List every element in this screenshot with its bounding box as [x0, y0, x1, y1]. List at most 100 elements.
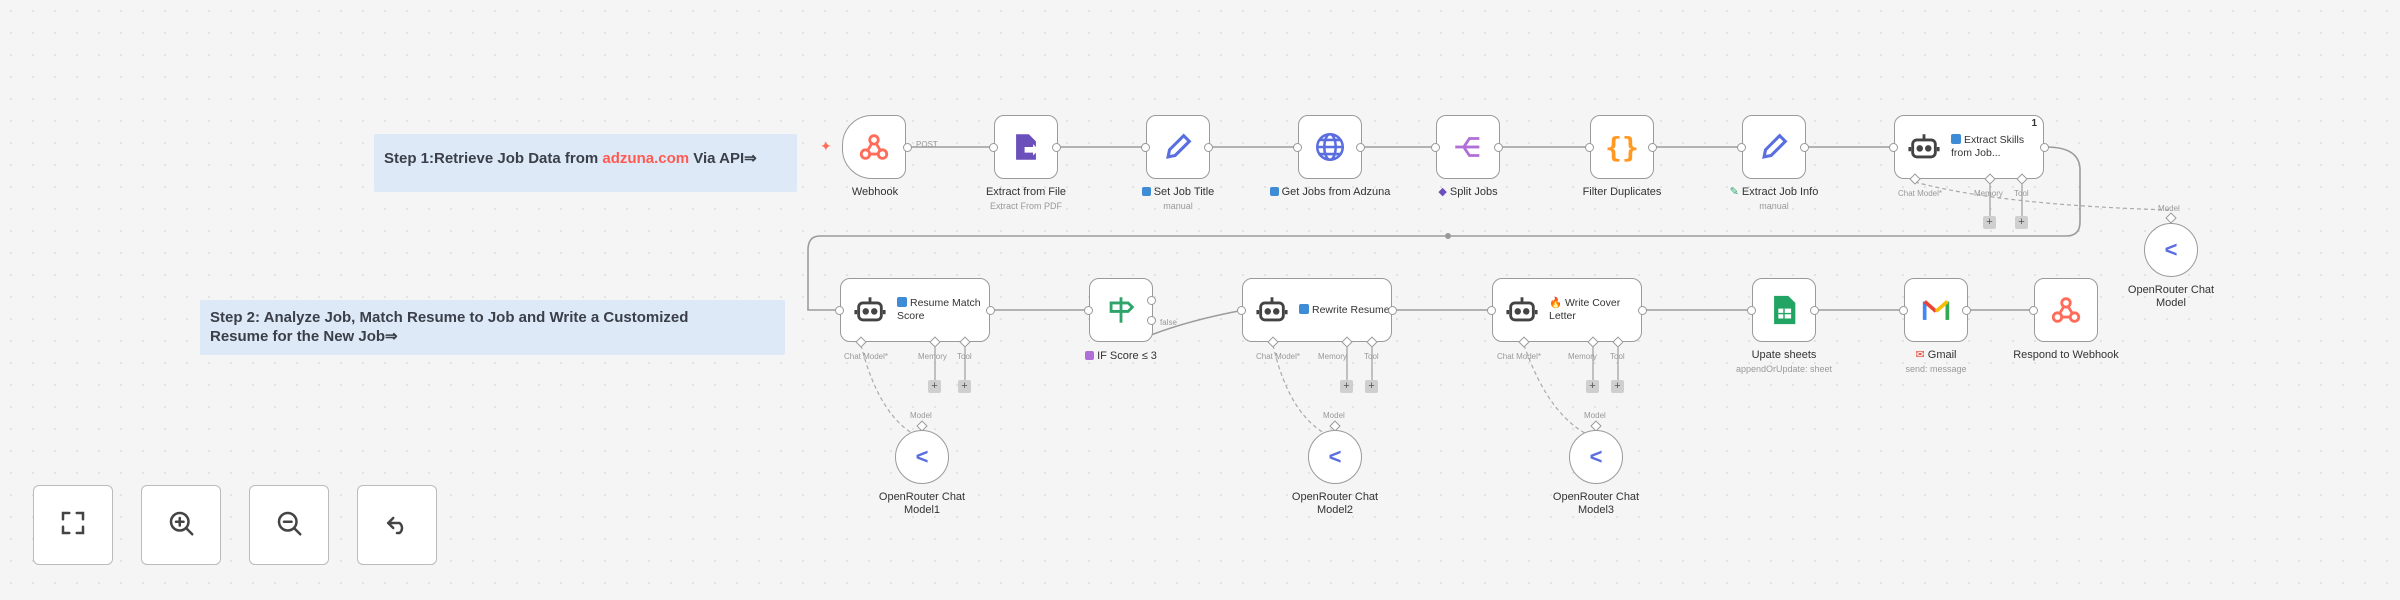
webhook-output-port[interactable] — [903, 143, 912, 152]
node-rewrite-resume[interactable]: Rewrite Resume — [1242, 278, 1392, 342]
split-icon — [1451, 130, 1485, 164]
note-step2[interactable]: Step 2: Analyze Job, Match Resume to Job… — [200, 300, 785, 355]
split-jobs-output-port[interactable] — [1494, 143, 1503, 152]
node-if-score[interactable] — [1089, 278, 1153, 342]
extract-info-input-port[interactable] — [1737, 143, 1746, 152]
filter-output-port[interactable] — [1648, 143, 1657, 152]
rewrite-input-port[interactable] — [1237, 306, 1246, 315]
respond-input-port[interactable] — [2029, 306, 2038, 315]
gmail-icon — [1919, 293, 1953, 327]
node-filter-duplicates[interactable]: {} — [1590, 115, 1654, 179]
get-jobs-input-port[interactable] — [1293, 143, 1302, 152]
gmail-input-port[interactable] — [1899, 306, 1908, 315]
split-badge-icon: ◆ — [1438, 186, 1450, 198]
robot-icon — [1505, 293, 1539, 327]
rewrite-add-memory-button[interactable]: + — [1340, 380, 1353, 393]
match-add-tool-button[interactable]: + — [958, 380, 971, 393]
node-openrouter-chat-model3[interactable]: < — [1569, 430, 1623, 484]
label-filter-duplicates: Filter Duplicates — [1582, 186, 1662, 198]
node-extract-skills[interactable]: Extract Skills from Job... 1 — [1894, 115, 2044, 179]
or3-model-label: Model — [1584, 411, 1606, 420]
if-input-port[interactable] — [1084, 306, 1093, 315]
openrouter-icon: < — [2164, 237, 2178, 262]
sub-extract-from-file: Extract From PDF — [989, 201, 1062, 211]
if-false-label: false — [1160, 318, 1177, 327]
skills-add-memory-button[interactable]: + — [1983, 216, 1996, 229]
label-extract-from-file: Extract from File — [985, 186, 1067, 198]
set-title-output-port[interactable] — [1204, 143, 1213, 152]
split-jobs-input-port[interactable] — [1431, 143, 1440, 152]
extract-skills-input-port[interactable] — [1889, 143, 1898, 152]
extract-info-output-port[interactable] — [1800, 143, 1809, 152]
node-openrouter-chat-model[interactable]: < — [2144, 223, 2198, 277]
sheets-input-port[interactable] — [1747, 306, 1756, 315]
rewrite-output-port[interactable] — [1388, 306, 1397, 315]
sheets-output-port[interactable] — [1810, 306, 1819, 315]
badge-icon — [1269, 187, 1279, 196]
node-webhook[interactable] — [842, 115, 906, 179]
node-update-sheets[interactable] — [1752, 278, 1816, 342]
fit-view-button[interactable] — [33, 485, 113, 565]
match-add-memory-button[interactable]: + — [928, 380, 941, 393]
badge-icon — [1951, 134, 1961, 144]
code-braces-icon: {} — [1605, 130, 1639, 164]
note-step1[interactable]: Step 1:Retrieve Job Data from adzuna.com… — [374, 134, 797, 192]
cover-output-port[interactable] — [1638, 306, 1647, 315]
robot-icon — [853, 293, 887, 327]
zoom-in-button[interactable] — [141, 485, 221, 565]
resume-match-output-port[interactable] — [986, 306, 995, 315]
if-false-output-port[interactable] — [1147, 316, 1156, 325]
cover-add-tool-button[interactable]: + — [1611, 380, 1624, 393]
skills-add-tool-button[interactable]: + — [2015, 216, 2028, 229]
label-gmail: ✉ Gmail — [1915, 349, 1957, 361]
resume-match-input-port[interactable] — [835, 306, 844, 315]
webhook-out-label: POST — [916, 140, 938, 149]
pencil-badge-icon: ✎ — [1729, 186, 1742, 198]
pencil-icon — [1757, 130, 1791, 164]
label-split-jobs: ◆ Split Jobs — [1438, 186, 1498, 198]
fit-view-icon — [58, 508, 88, 543]
sub-extract-job-info: manual — [1759, 201, 1789, 211]
signpost-icon — [1104, 293, 1138, 327]
node-write-cover-letter[interactable]: 🔥 Write Cover Letter — [1492, 278, 1642, 342]
badge-icon — [897, 297, 907, 307]
node-set-job-title[interactable] — [1146, 115, 1210, 179]
zoom-in-icon — [166, 508, 196, 543]
zoom-out-button[interactable] — [249, 485, 329, 565]
extract-file-output-port[interactable] — [1052, 143, 1061, 152]
set-title-input-port[interactable] — [1141, 143, 1150, 152]
robot-icon — [1255, 293, 1289, 327]
node-split-jobs[interactable] — [1436, 115, 1500, 179]
cover-add-memory-button[interactable]: + — [1586, 380, 1599, 393]
node-openrouter-chat-model1[interactable]: < — [895, 430, 949, 484]
get-jobs-output-port[interactable] — [1356, 143, 1365, 152]
filter-input-port[interactable] — [1585, 143, 1594, 152]
match-chat-model-label: Chat Model* — [844, 352, 889, 361]
or-top-model-label: Model — [2158, 204, 2180, 213]
node-extract-job-info[interactable] — [1742, 115, 1806, 179]
file-extract-icon — [1009, 130, 1043, 164]
node-respond-to-webhook[interactable] — [2034, 278, 2098, 342]
extract-skills-output-port[interactable] — [2040, 143, 2049, 152]
label-if-score: IF Score ≤ 3 — [1036, 350, 1206, 363]
cover-input-port[interactable] — [1487, 306, 1496, 315]
gmail-output-port[interactable] — [1962, 306, 1971, 315]
rewrite-add-tool-button[interactable]: + — [1365, 380, 1378, 393]
if-true-output-port[interactable] — [1147, 296, 1156, 305]
node-extract-from-file[interactable] — [994, 115, 1058, 179]
trigger-star-icon: ✦ — [820, 138, 832, 154]
node-resume-match-score[interactable]: Resume Match Score — [840, 278, 990, 342]
sub-update-sheets: appendOrUpdate: sheet — [1735, 364, 1833, 374]
undo-button[interactable] — [357, 485, 437, 565]
node-openrouter-chat-model2[interactable]: < — [1308, 430, 1362, 484]
adzuna-link[interactable]: adzuna.com — [602, 150, 690, 167]
openrouter-icon: < — [1589, 444, 1603, 469]
node-gmail[interactable] — [1904, 278, 1968, 342]
extract-file-input-port[interactable] — [989, 143, 998, 152]
node-get-jobs-adzuna[interactable] — [1298, 115, 1362, 179]
